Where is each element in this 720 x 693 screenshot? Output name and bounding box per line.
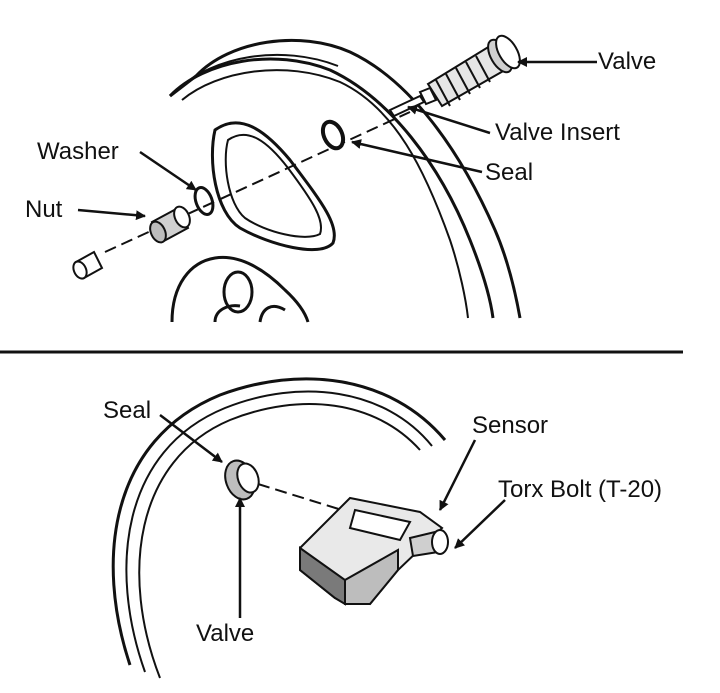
rim-spoke-opening — [210, 121, 336, 252]
wheel-rim-section — [111, 377, 447, 679]
sensor-axis-line — [257, 483, 401, 529]
valve-stem-part — [418, 34, 521, 108]
label-torx-bolt: Torx Bolt (T-20) — [498, 476, 663, 503]
label-nut: Nut — [25, 196, 63, 223]
label-valve-insert: Valve Insert — [495, 119, 620, 146]
sensor-valve-part — [224, 459, 260, 501]
rim-hub — [170, 255, 310, 323]
top-panel — [72, 34, 522, 323]
torx-bolt-part — [408, 529, 449, 558]
label-washer: Washer — [37, 138, 119, 165]
tpms-sensor-part — [299, 496, 444, 606]
label-seal-top: Seal — [485, 159, 534, 186]
seal-ring-part — [320, 119, 346, 151]
washer-part — [193, 186, 215, 216]
label-seal-bottom: Seal — [103, 397, 152, 424]
top-leaders — [77, 57, 597, 221]
label-valve-top: Valve — [598, 48, 657, 75]
nut-part — [149, 205, 191, 244]
valve-insert-part — [388, 94, 426, 118]
label-sensor: Sensor — [472, 412, 549, 439]
label-valve-bottom: Valve — [196, 620, 255, 647]
bottom-panel — [111, 377, 506, 679]
valve-cap-part — [72, 250, 104, 280]
